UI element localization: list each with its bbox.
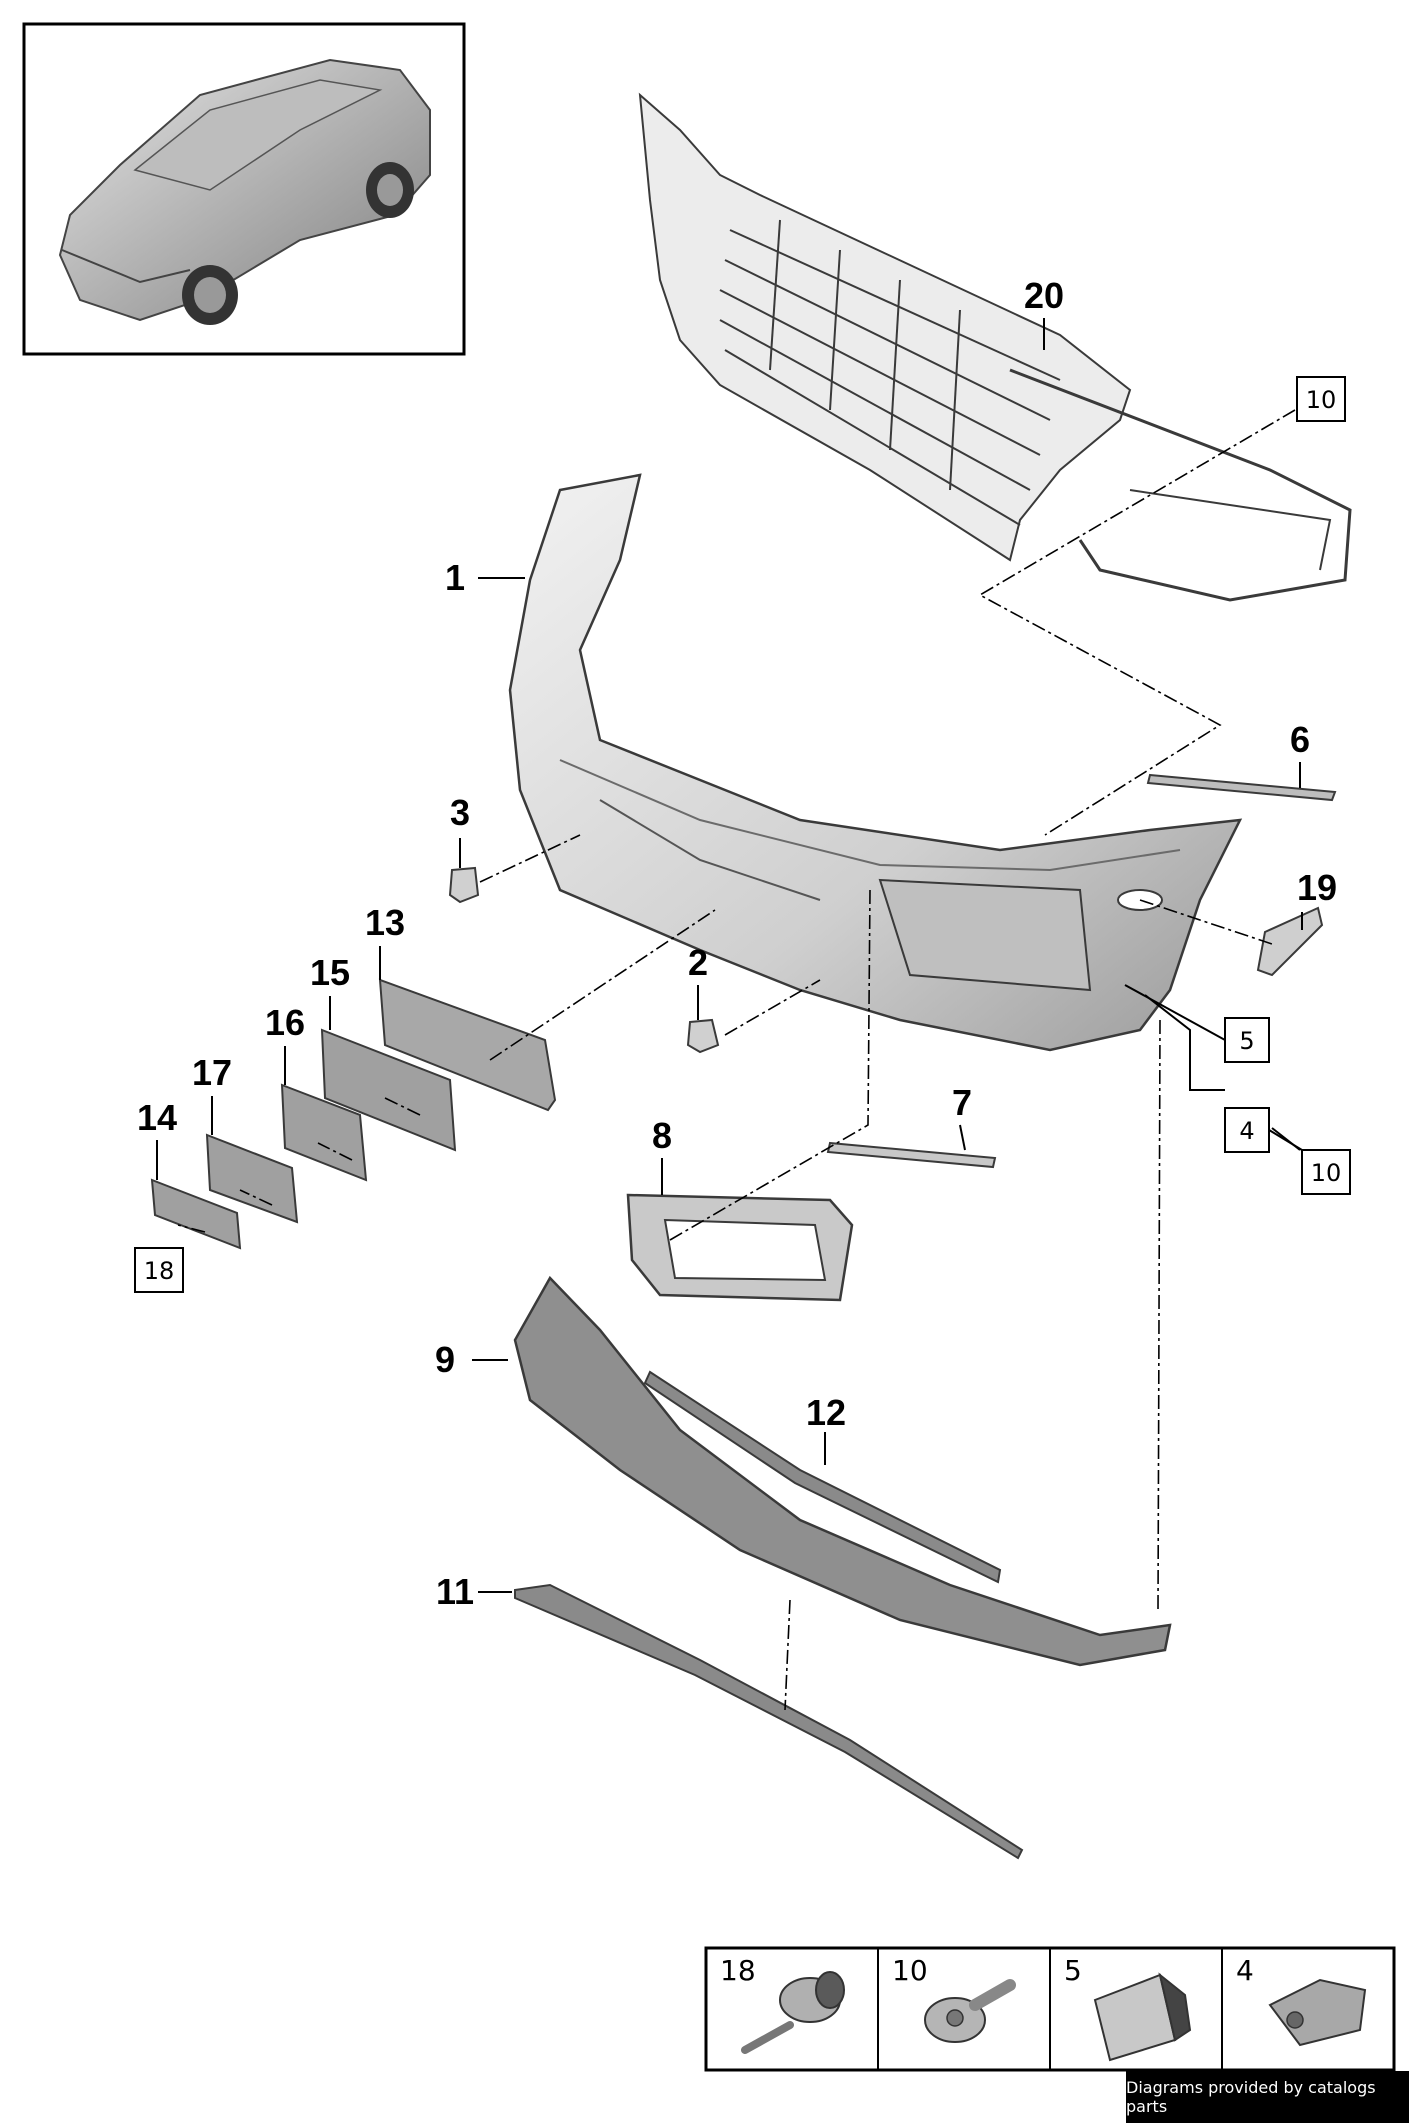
- callout-labels: 1 3 2 13 15 16 17 14 8 7 9 12 11 20 6 19: [137, 275, 1337, 1612]
- legend-number-18: 18: [720, 1954, 756, 1987]
- callout-3: 3: [450, 792, 470, 833]
- ref-4: 4: [1239, 1117, 1254, 1145]
- fastener-legend: 18 10 5 4: [704, 1946, 1396, 2072]
- vehicle-thumbnail: [22, 22, 466, 356]
- callout-8: 8: [652, 1115, 672, 1156]
- ref-10-top: 10: [1306, 386, 1337, 414]
- part-12-spoiler-strip: [643, 1370, 1002, 1584]
- callout-leaders: [156, 318, 1303, 1593]
- part-15-plate-holder: [320, 1028, 457, 1152]
- clip-icon: [1093, 1972, 1192, 2062]
- legend-number-5: 5: [1064, 1954, 1082, 1987]
- callout-11: 11: [436, 1571, 474, 1612]
- boxed-refs: 10 5 4 10 18: [134, 376, 1351, 1293]
- diagram-credit: Diagrams provided by catalogs parts: [1126, 2071, 1409, 2123]
- part-11-front-spoiler-lip: [514, 1583, 1024, 1860]
- part-20-grille-carrier: [638, 92, 1352, 602]
- callout-16: 16: [265, 1002, 305, 1043]
- callout-6: 6: [1290, 719, 1310, 760]
- part-1-bumper-cover: [508, 473, 1243, 1052]
- leader-lines: [177, 409, 1296, 1711]
- callout-17: 17: [192, 1052, 232, 1093]
- legend-cell-10: 10: [892, 1954, 1016, 2043]
- ref-5: 5: [1239, 1027, 1254, 1055]
- part-6-trim-strip: [1146, 773, 1337, 802]
- part-14-plate-holder: [150, 1178, 242, 1250]
- ref-10-right: 10: [1311, 1159, 1342, 1187]
- ref-18: 18: [144, 1257, 175, 1285]
- part-7-trim-strip: [826, 1141, 997, 1169]
- legend-cell-4: 4: [1236, 1954, 1367, 2047]
- push-rivet-icon: [741, 1971, 845, 2054]
- part-2-tow-eye-cover: [686, 1018, 720, 1054]
- callout-12: 12: [806, 1392, 846, 1433]
- callout-15: 15: [310, 952, 350, 993]
- legend-cell-18: 18: [720, 1954, 845, 2054]
- callout-9: 9: [435, 1339, 455, 1380]
- part-13-license-plate-bracket: [378, 978, 557, 1112]
- screw-icon: [924, 1979, 1016, 2043]
- callout-1: 1: [445, 557, 465, 598]
- part-19-cover: [1256, 906, 1324, 977]
- callout-13: 13: [365, 902, 405, 943]
- vehicle-image: [58, 58, 431, 325]
- part-8-air-inlet-frame: [626, 1193, 854, 1302]
- callout-20: 20: [1024, 275, 1064, 316]
- legend-cell-5: 5: [1064, 1954, 1192, 2062]
- callout-2: 2: [688, 942, 708, 983]
- legend-number-4: 4: [1236, 1954, 1254, 1987]
- spring-nut-icon: [1268, 1978, 1367, 2047]
- callout-7: 7: [952, 1082, 972, 1123]
- part-3-tow-eye-cover: [448, 866, 480, 904]
- part-9-lower-spoiler: [513, 1275, 1172, 1667]
- callout-14: 14: [137, 1097, 177, 1138]
- legend-number-10: 10: [892, 1954, 928, 1987]
- part-17-plate-holder: [205, 1133, 299, 1224]
- callout-19: 19: [1297, 867, 1337, 908]
